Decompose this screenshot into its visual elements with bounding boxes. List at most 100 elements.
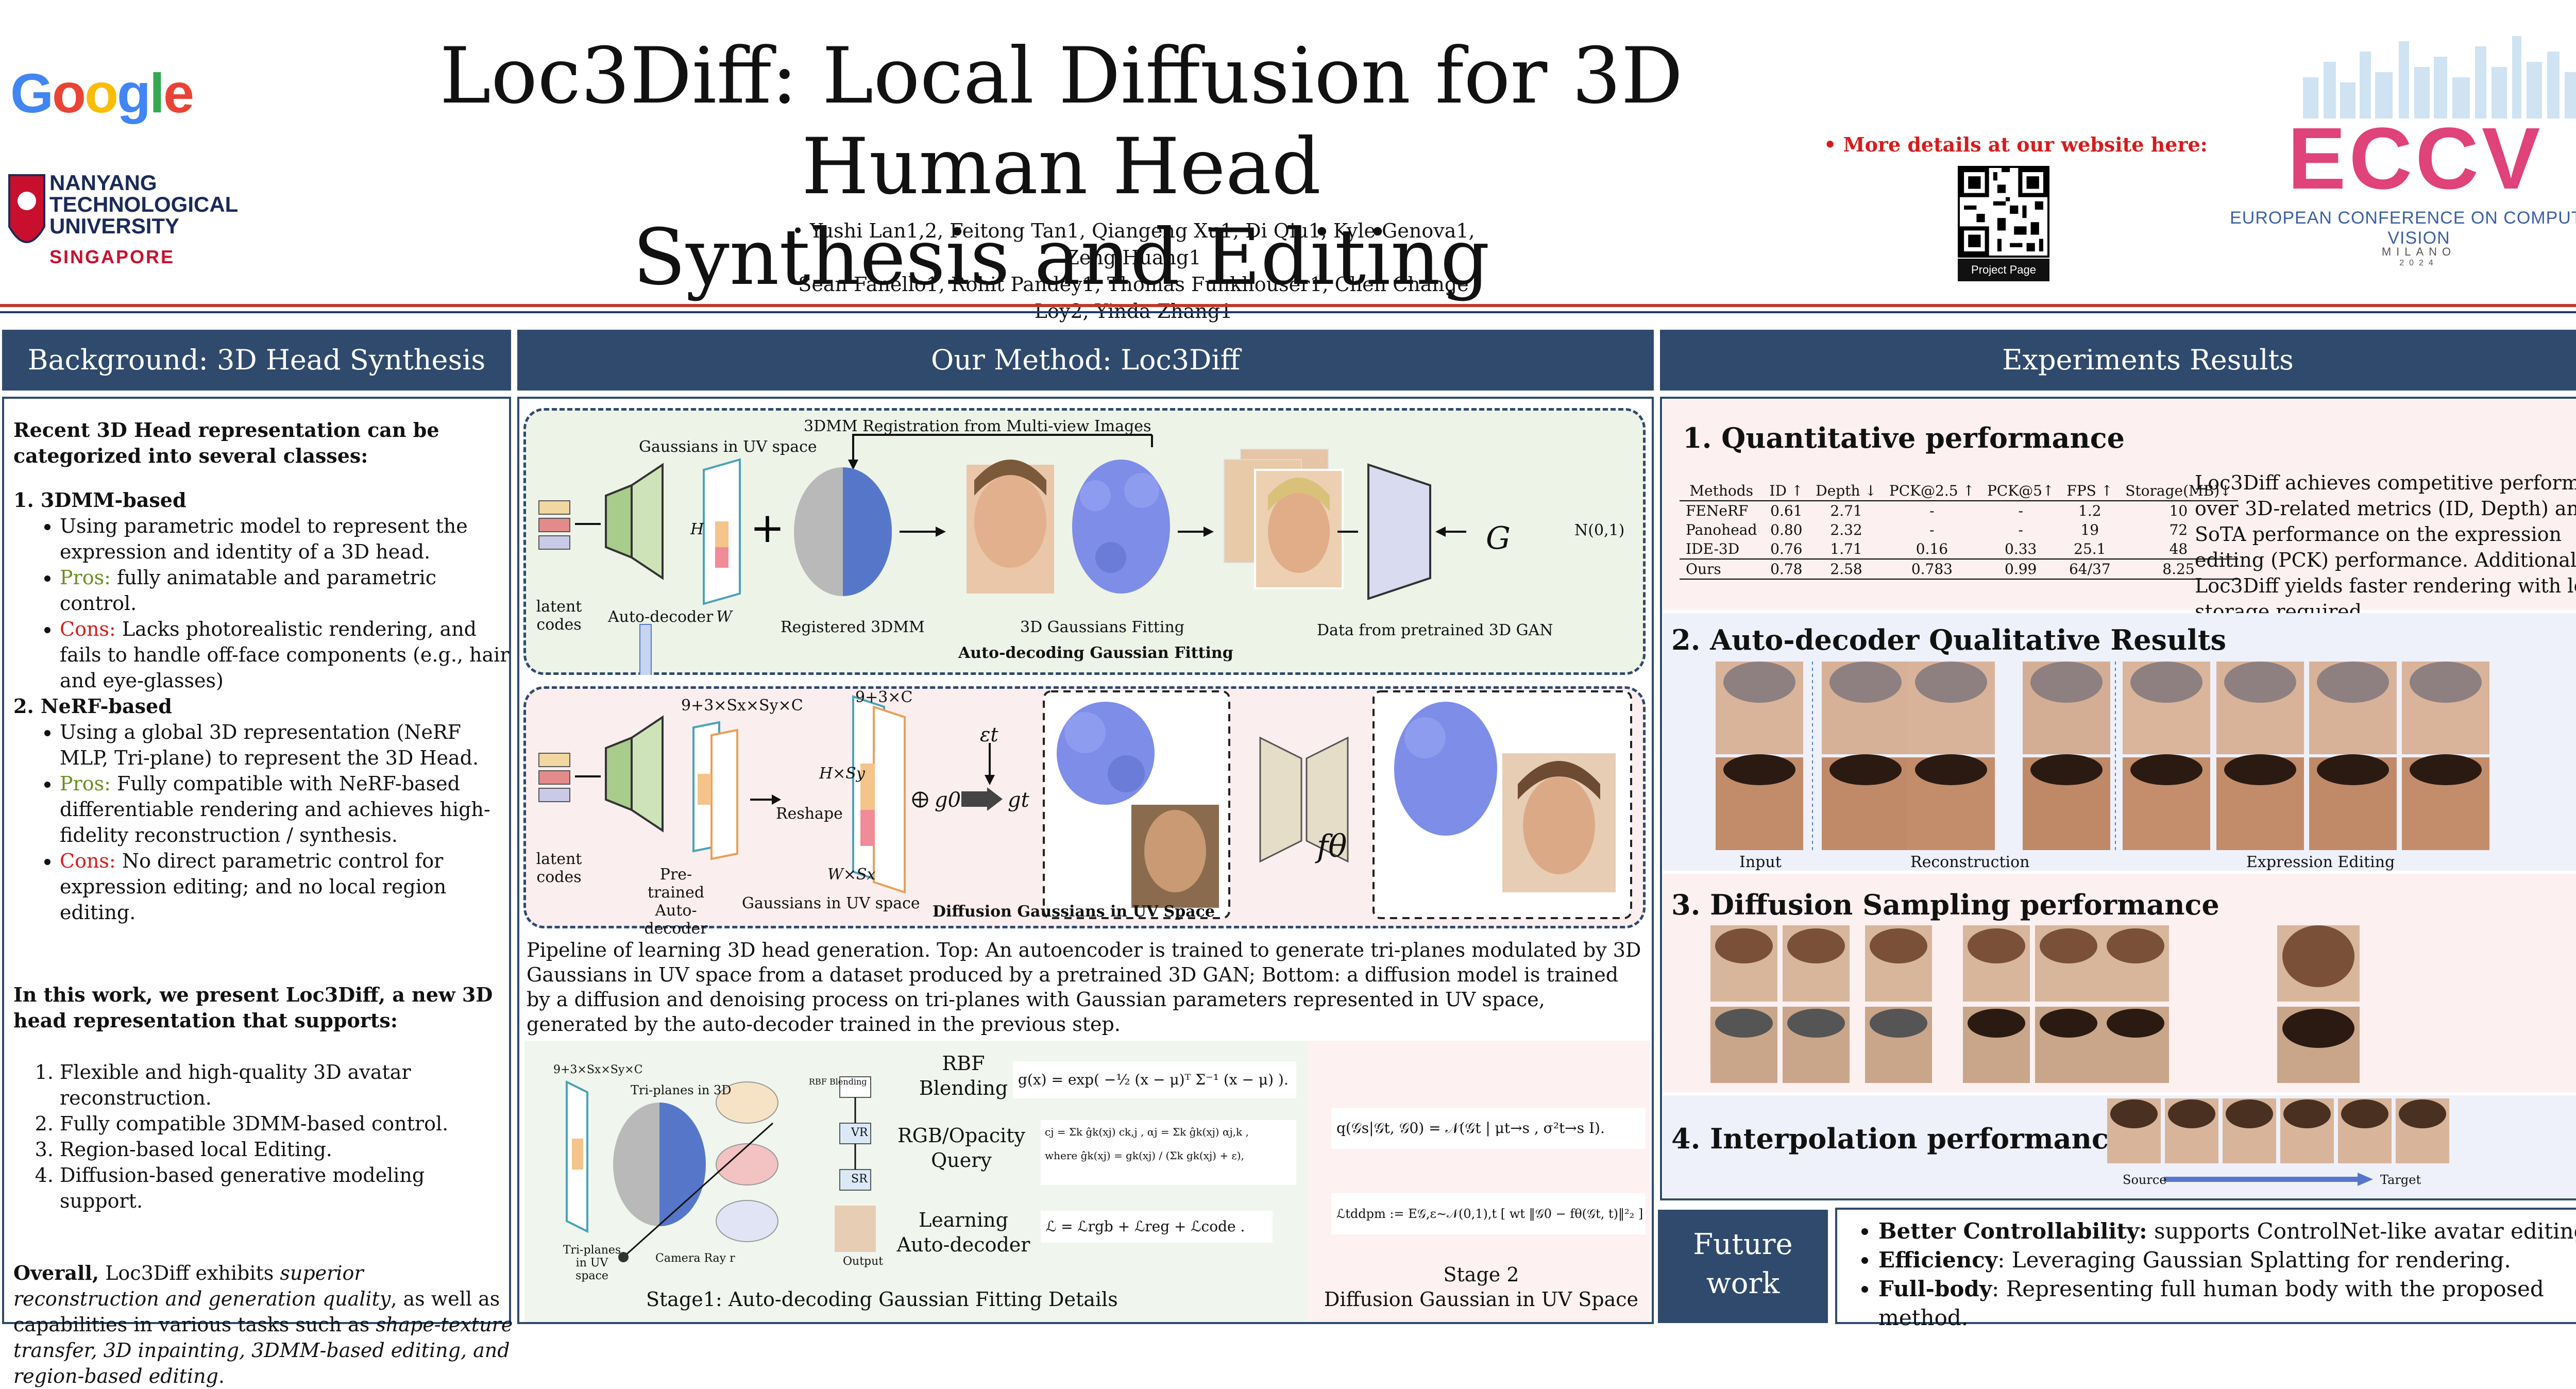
autodecoder-faces-grid — [1716, 662, 2489, 850]
eccv-subtitle: EUROPEAN CONFERENCE ON COMPUTER VISION — [2230, 208, 2576, 248]
ntu-crest-icon — [8, 174, 45, 243]
rbf-blending-label: RBF Blending — [919, 1052, 1008, 1099]
autodecoding-caption: Auto-decoding Gaussian Fitting — [958, 644, 1233, 662]
class-nerf-desc: Using a global 3D representation (NeRF M… — [60, 719, 513, 771]
svg-text:+: + — [750, 504, 785, 552]
left-column-title: Background: 3D Head Synthesis — [2, 330, 511, 391]
gaussians-uv-label-2: Gaussians in UV space — [742, 894, 920, 912]
loss-equation: ℒ = ℒrgb + ℒreg + ℒcode . — [1041, 1211, 1273, 1243]
table-header: Storage(MB)↓ — [2119, 481, 2238, 501]
expression-editing-label: Expression Editing — [2246, 853, 2395, 871]
class-3dmm-cons: Cons: Lacks photorealistic rendering, an… — [60, 616, 513, 693]
output-label: Output — [843, 1255, 884, 1268]
auto-decoder-label: Auto-decoder — [608, 608, 714, 626]
table-header: PCK@2.5 ↑ — [1883, 481, 1981, 501]
header-rule-red — [0, 304, 2576, 307]
reconstruction-label: Reconstruction — [1910, 853, 2030, 871]
latent-codes-label: latent codes — [536, 598, 582, 634]
class-nerf-cons: Cons: No direct parametric control for e… — [60, 848, 513, 925]
diffusion-title: 3. Diffusion Sampling performance — [1671, 888, 2219, 921]
eccv-logo: ECCV — [2287, 110, 2544, 208]
table-header: FPS ↑ — [2060, 481, 2120, 501]
interpolation-arrow-icon — [2164, 1173, 2373, 1186]
table-header: Depth ↓ — [1809, 481, 1883, 501]
triplanes-3d-label: Tri-planes in 3D — [631, 1083, 732, 1097]
learning-autodecoder-label: Learning Auto-decoder — [896, 1209, 1030, 1256]
interpolation-title: 4. Interpolation performance: — [1671, 1122, 2137, 1155]
stage2-caption: Stage 2 Diffusion Gaussian in UV Space — [1324, 1263, 1639, 1311]
header-rule-blue — [0, 311, 2576, 313]
quant-title: 1. Quantitative performance — [1683, 421, 2125, 454]
work-intro: In this work, we present Loc3Diff, a new… — [13, 983, 493, 1032]
support-item: Region-based local Editing. — [60, 1137, 513, 1162]
background-intro: Recent 3D Head representation can be cat… — [13, 418, 439, 467]
g0-label: g0 — [935, 788, 961, 812]
autodecoding-diagram: + — [538, 434, 1466, 675]
left-column — [2, 397, 511, 1324]
dim-w-label: W — [716, 608, 732, 626]
ddpm-equation: ℒtddpm := E𝒢,ε∼𝒩(0,1),t [ wt ‖𝒢0 − fθ(𝒢t… — [1331, 1193, 1646, 1234]
class-3dmm-pros: Pros: fully animatable and parametric co… — [60, 565, 513, 616]
interpolation-faces — [2107, 1098, 2449, 1163]
table-header: Methods — [1680, 481, 1764, 501]
overall-summary: Overall, Loc3Diff exhibits superior reco… — [13, 1261, 513, 1387]
dim-h-label: H — [690, 520, 704, 538]
triplanes-uv-label: Tri-planes in UV space — [563, 1244, 621, 1282]
gan-data-label: Data from pretrained 3D GAN — [1317, 621, 1553, 639]
poster-title: Loc3Diff: Local Diffusion for 3D Human H… — [439, 31, 1683, 302]
rgb-equation: cj = Σk ĝk(xj) ck,j , αj = Σk ĝk(xj) αj,… — [1041, 1120, 1296, 1185]
dims-label-1: 9+3×Sx×Sy×C — [681, 697, 803, 715]
generator-label: G — [1486, 520, 1511, 556]
registered-3dmm-label: Registered 3DMM — [781, 618, 925, 636]
gaussians-uv-label: Gaussians in UV space — [639, 438, 817, 456]
eccv-city: MILANO 2024 — [2381, 245, 2456, 267]
gaussians-fitting-label: 3D Gaussians Fitting — [1020, 618, 1185, 636]
autodecoder-title: 2. Auto-decoder Qualitative Results — [1671, 623, 2227, 656]
quant-description: Loc3Diff achieves competitive performanc… — [2195, 471, 2576, 623]
vr-label: VR — [851, 1126, 868, 1139]
table-header: PCK@5↑ — [1980, 481, 2061, 501]
sr-label: SR — [851, 1173, 868, 1185]
target-label: Target — [2380, 1173, 2421, 1187]
eccv-skyline-icon — [2303, 36, 2576, 118]
support-item: Fully compatible 3DMM-based control. — [60, 1111, 513, 1137]
future-work-title: Future work — [1658, 1210, 1828, 1323]
stage2-box — [1309, 1041, 1651, 1322]
right-column-title: Experiments Results — [1660, 330, 2576, 391]
ntu-singapore: SINGAPORE — [49, 246, 175, 267]
diffusion-diagram — [538, 690, 1632, 919]
middle-column-title: Our Method: Loc3Diff — [517, 330, 1654, 391]
f-theta-label: fθ — [1317, 828, 1347, 865]
rgb-opacity-label: RGB/Opacity Query — [897, 1124, 1025, 1172]
project-page-label[interactable]: Project Page — [1958, 259, 2049, 281]
future-item: Efficiency: Leveraging Gaussian Splattin… — [1878, 1246, 2576, 1275]
google-logo: Google — [10, 62, 194, 124]
class-3dmm-title: 1. 3DMM-based — [13, 488, 187, 512]
wxs-label: W×Sx — [827, 866, 876, 884]
qr-code-icon[interactable] — [1958, 166, 2049, 258]
class-nerf-pros: Pros: Fully compatible with NeRF-based d… — [60, 771, 513, 848]
quant-table: Methods ID ↑ Depth ↓ PCK@2.5 ↑ PCK@5↑ FP… — [1680, 481, 2238, 580]
hxs-label: H×Sy — [819, 765, 865, 783]
diffusion-caption: Diffusion Gaussians in UV Space — [933, 903, 1215, 921]
noise-label: N(0,1) — [1574, 521, 1625, 539]
input-label: Input — [1739, 853, 1782, 871]
q-equation: q(𝒢s|𝒢t, 𝒢0) = 𝒩(𝒢t | μt→s , σ²t→s I). — [1331, 1108, 1646, 1149]
pretrained-decoder-label: Pre-trained Auto-decoder — [644, 866, 708, 938]
diffusion-faces-grid — [1710, 925, 2360, 1083]
support-item: Diffusion-based generative modeling supp… — [60, 1162, 513, 1214]
background-text: Recent 3D Head representation can be cat… — [13, 417, 513, 1389]
future-item: Better Controllability: supports Control… — [1878, 1217, 2576, 1246]
class-nerf-title: 2. NeRF-based — [13, 694, 172, 718]
source-label: Source — [2123, 1173, 2167, 1187]
support-item: Flexible and high-quality 3D avatar reco… — [60, 1059, 513, 1111]
future-item: Full-body: Representing full human body … — [1878, 1275, 2576, 1332]
registration-label: 3DMM Registration from Multi-view Images — [804, 417, 1151, 435]
reshape-label: Reshape — [776, 805, 843, 823]
dims-label-2: 9+3×C — [855, 688, 913, 706]
gt-label: gt — [1008, 788, 1029, 812]
stage1-dims-label: 9+3×Sx×Sy×C — [553, 1063, 643, 1076]
